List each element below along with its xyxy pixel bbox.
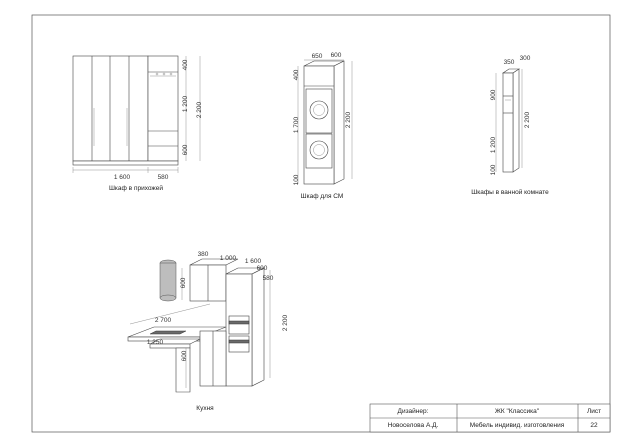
title-block-description: Мебель индивид. изготовления (470, 421, 565, 429)
bathroom-dim-h-total: 2 200 (524, 111, 531, 128)
washer-cabinet-drawing: 650 600 400 1 700 2 200 100 Шкаф для СМ (293, 52, 353, 200)
kitchen-dim-c: 1 600 (245, 258, 262, 265)
title-block-designer-label: Дизайнер: (398, 407, 429, 415)
kitchen-drawing: 380 1 000 1 600 600 600 2 700 1 250 600 … (127, 251, 289, 412)
kitchen-dim-b: 1 000 (220, 255, 237, 262)
title-block-project: ЖК "Классика" (495, 408, 540, 415)
hallway-caption: Шкаф в прихожей (109, 184, 163, 192)
kitchen-dim-d: 600 (257, 265, 268, 272)
kitchen-dim-a: 380 (198, 251, 209, 258)
bathroom-dim-w: 350 (504, 59, 515, 66)
kitchen-dim-j: 580 (263, 275, 274, 282)
washer-dim-h-bottom: 100 (293, 174, 300, 185)
title-block: Дизайнер: ЖК "Классика" Лист Новоселова … (369, 403, 611, 433)
bathroom-dim-h-bottom: 100 (490, 164, 497, 175)
washer-dim-h-mid: 1 700 (293, 116, 300, 133)
title-block-sheet-label: Лист (587, 408, 601, 415)
bathroom-cabinet-drawing: 350 300 900 2 200 1 200 100 Шкафы в ванн… (471, 55, 549, 196)
bathroom-dim-h-top: 900 (490, 89, 497, 100)
kitchen-dim-h: 600 (181, 350, 188, 361)
kitchen-dim-f: 2 700 (155, 317, 172, 324)
washer-dim-h-total: 2 200 (345, 111, 352, 128)
washer-dim-d: 600 (331, 52, 342, 59)
kitchen-caption: Кухня (196, 405, 214, 412)
hallway-dim-width-side: 580 (158, 174, 169, 181)
bathroom-dim-d: 300 (520, 55, 531, 62)
kitchen-dim-i: 2 200 (282, 314, 289, 331)
washer-caption: Шкаф для СМ (301, 193, 344, 200)
hallway-dim-h-top: 400 (182, 59, 189, 70)
sheet-border (31, 14, 611, 433)
hallway-dim-h-mid: 1 200 (182, 95, 189, 112)
title-block-designer-name: Новоселова А.Д. (388, 422, 439, 429)
kitchen-dim-g: 1 250 (147, 339, 164, 346)
hallway-dim-h-total: 2 200 (196, 101, 203, 118)
bathroom-dim-h-mid: 1 200 (490, 136, 497, 153)
hallway-wardrobe-drawing: 1 600 580 400 1 200 2 200 600 Шкаф в при… (72, 55, 203, 192)
hallway-dim-width-main: 1 600 (114, 174, 131, 181)
washer-dim-h-top: 400 (293, 69, 300, 80)
washer-dim-w: 650 (312, 53, 323, 60)
kitchen-dim-e: 600 (180, 277, 187, 288)
bathroom-caption: Шкафы в ванной комнате (471, 188, 549, 196)
hallway-dim-h-bottom: 600 (182, 144, 189, 155)
title-block-sheet-number: 22 (590, 422, 598, 429)
